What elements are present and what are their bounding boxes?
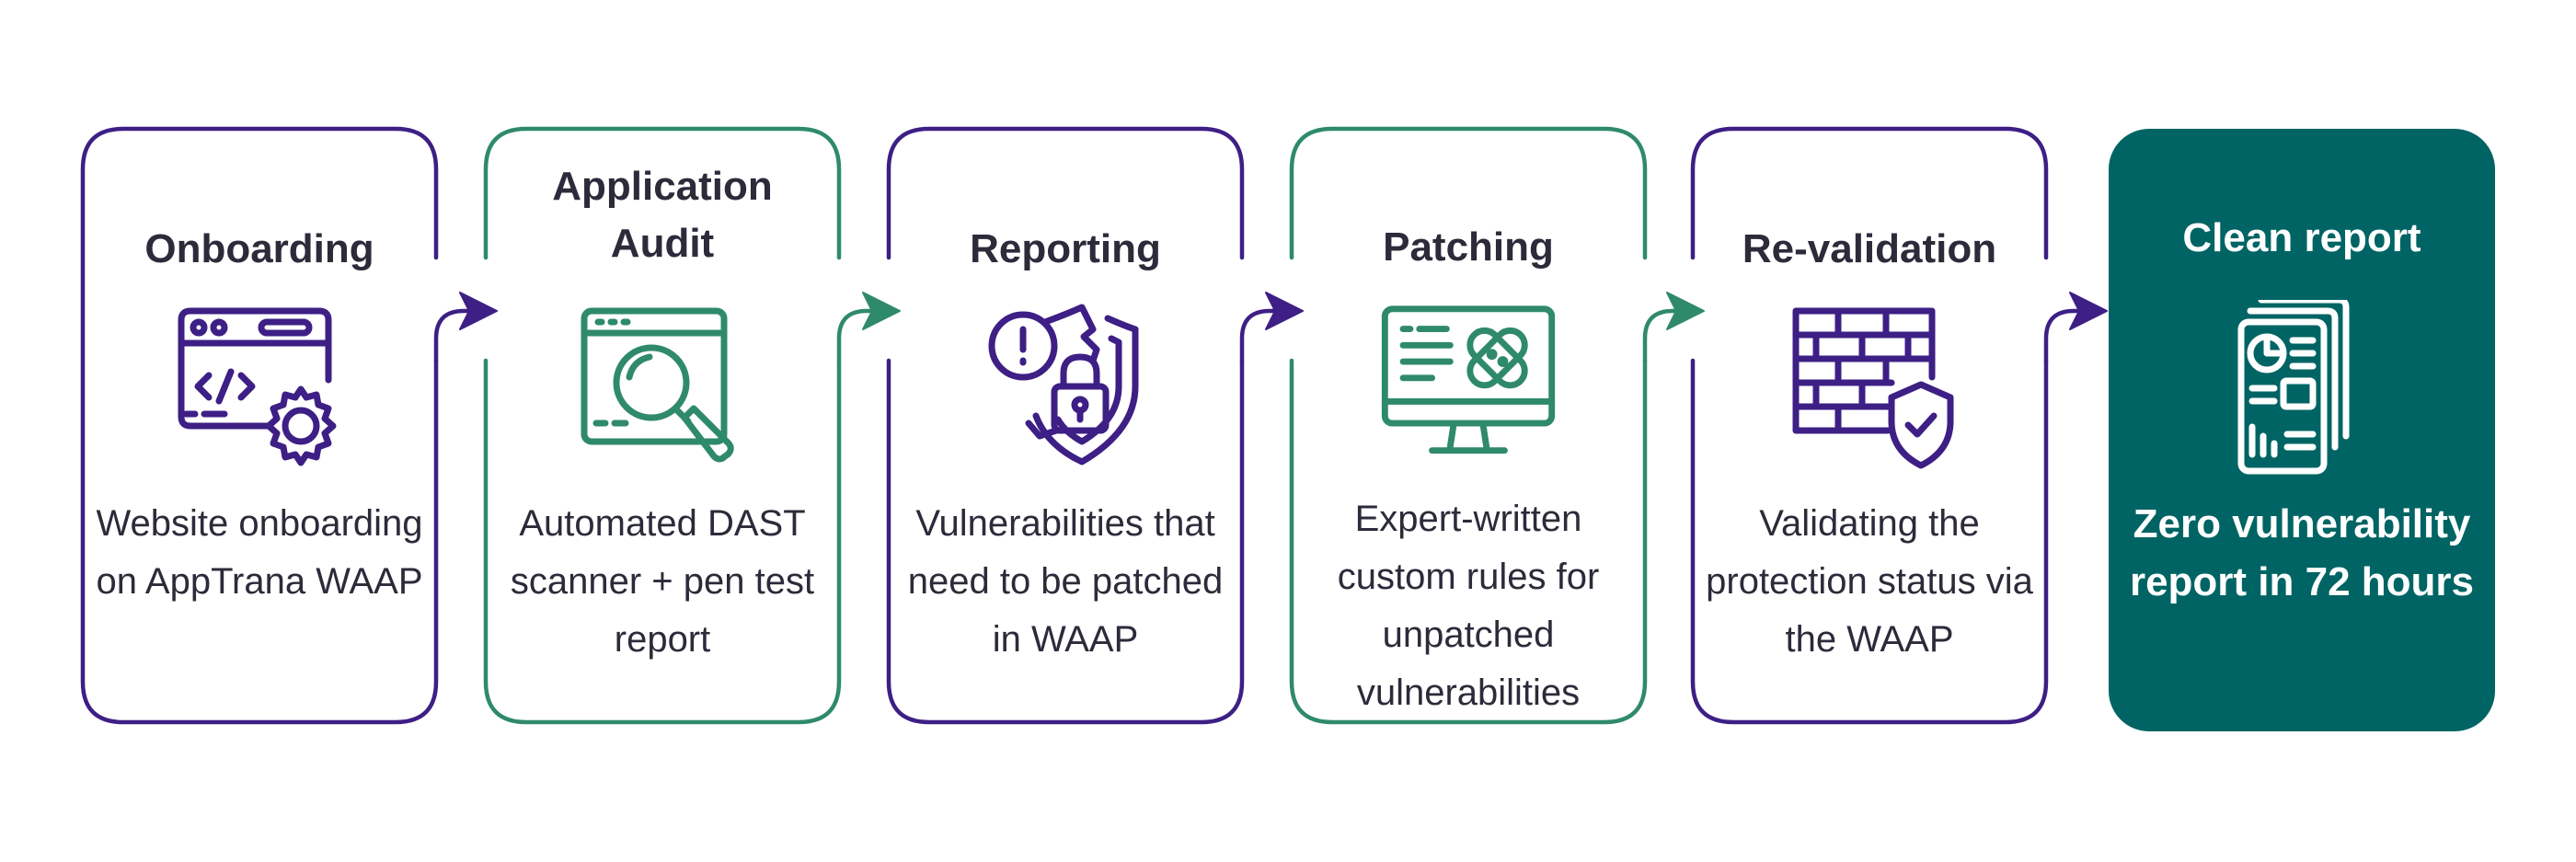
monitor-bandage-icon <box>1381 305 1556 454</box>
connector-1 <box>433 308 483 363</box>
step-application-audit: Application Audit Automated DAST scanner… <box>486 129 839 722</box>
connector-5 <box>2043 308 2093 363</box>
firewall-shield-icon <box>1792 307 1954 469</box>
step-title: Re-validation <box>1742 226 1997 271</box>
step-title: Patching <box>1383 224 1554 270</box>
step-description: Zero vulnerability report in 72 hours <box>2129 501 2475 604</box>
step-title: Reporting <box>970 226 1161 271</box>
step-clean-report: Clean report Zero vulnerability report i… <box>2109 129 2495 731</box>
step-onboarding: Onboarding Website onboarding on AppTran… <box>83 129 436 722</box>
report-document-icon <box>2237 300 2350 475</box>
step-description: Expert-written custom rules for unpatche… <box>1337 499 1600 713</box>
connector-3 <box>1239 308 1289 363</box>
step-reporting: Reporting Vulnerabilities that need to b… <box>889 129 1242 722</box>
connector-4 <box>1642 308 1690 363</box>
step-title: Application Audit <box>552 164 773 266</box>
step-patching: Patching Expert-written custom rules for… <box>1292 129 1645 722</box>
step-description: Automated DAST scanner + pen test report <box>510 503 815 660</box>
step-re-validation: Re-validation Validating the protection … <box>1693 129 2046 722</box>
step-description: Vulnerabilities that need to be patched … <box>907 503 1224 660</box>
step-description: Validating the protection status via the… <box>1706 503 2033 660</box>
connector-5-head <box>2069 292 2108 330</box>
broken-shield-lock-icon <box>988 304 1139 465</box>
step-title: Onboarding <box>144 226 374 271</box>
connector-2 <box>836 308 886 363</box>
step-title: Clean report <box>2182 215 2421 260</box>
magnifier-screen-icon <box>581 307 734 463</box>
step-description: Website onboarding on AppTrana WAAP <box>96 503 423 602</box>
browser-code-gear-icon <box>178 307 337 466</box>
